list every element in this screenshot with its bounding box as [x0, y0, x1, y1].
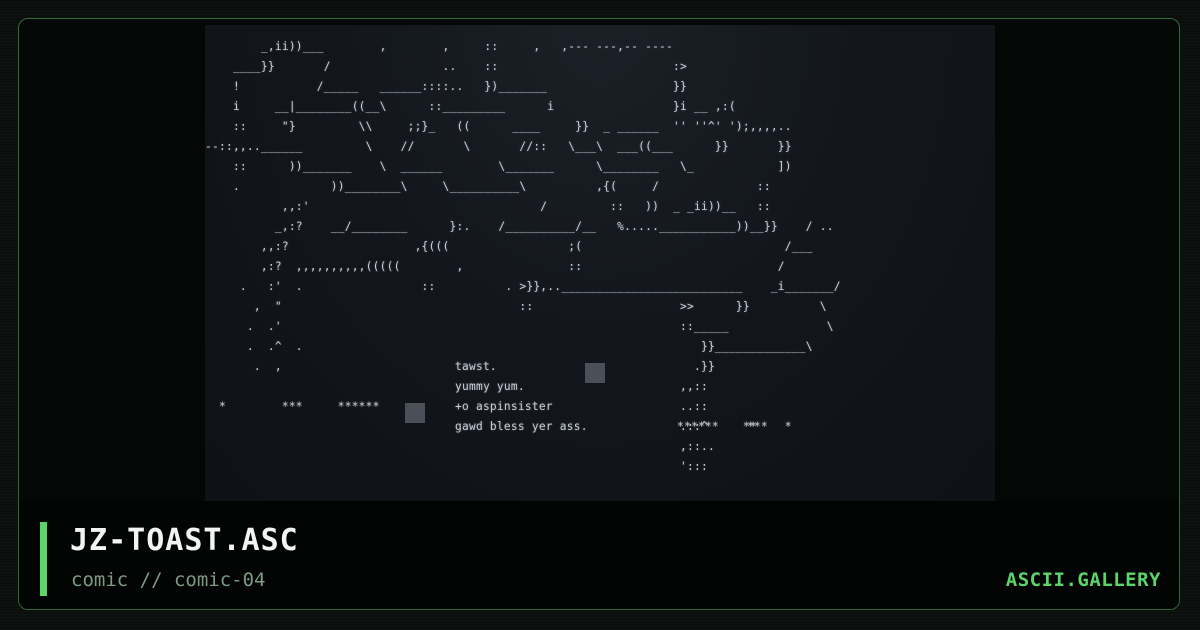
accent-bar — [40, 522, 47, 596]
artwork-title: JZ-TOAST.ASC — [70, 523, 299, 558]
ascii-art-text: _,ii))___ , , :: , ,--- ---,-- ---- ____… — [205, 40, 841, 473]
ascii-poem-trailer: ****** *** — [677, 420, 768, 433]
ascii-poem-line-3: +o aspinsister — [455, 400, 553, 413]
ascii-poem-line-1: tawst. — [455, 360, 497, 373]
ascii-poem-line-2: yummy yum. — [455, 380, 525, 393]
site-brand-link[interactable]: ASCII.GALLERY — [1005, 569, 1161, 591]
card-frame: _,ii))___ , , :: , ,--- ---,-- ---- ____… — [18, 18, 1180, 610]
artwork-category: comic // comic-04 — [71, 569, 266, 591]
cursor-block — [405, 403, 425, 423]
footer-bar: JZ-TOAST.ASC comic // comic-04 ASCII.GAL… — [19, 501, 1179, 609]
cursor-block — [585, 363, 605, 383]
ascii-artwork: _,ii))___ , , :: , ,--- ---,-- ---- ____… — [205, 25, 995, 501]
ascii-poem-line-4: gawd bless yer ass. — [455, 420, 588, 433]
